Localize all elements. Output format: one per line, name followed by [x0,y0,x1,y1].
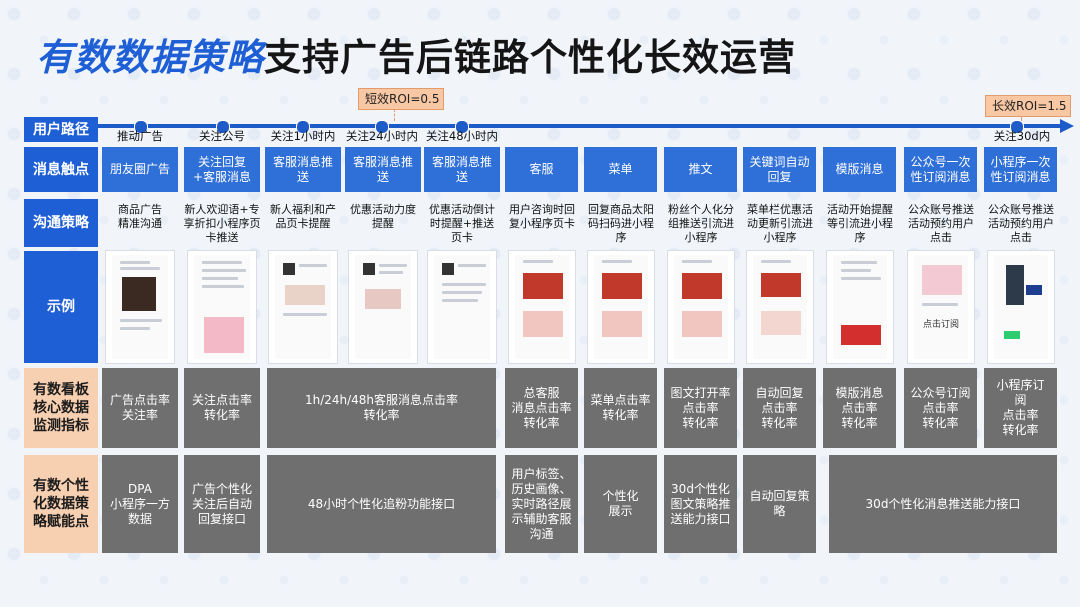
touchpoint-cell: 客服消息推送 [265,147,341,192]
path-step: 关注公号 [199,129,245,143]
metric-cell: 自动回复 点击率 转化率 [743,368,816,448]
example-thumbnail [349,251,417,363]
empower-cell: 自动回复策 略 [743,455,816,553]
metric-cell: 模版消息 点击率 转化率 [823,368,896,448]
strategy-text: 新人福利和产品页卡提醒 [270,203,336,230]
empower-cell: 广告个性化 关注后自动 回复接口 [184,455,260,553]
strategy-text: 粉丝个人化分组推送引流进小程序 [668,203,734,244]
empower-cell: 30d个性化消息推送能力接口 [829,455,1057,553]
empower-cell: 用户标签、 历史画像、 实时路径展 示辅助客服 沟通 [505,455,578,553]
touchpoint-cell: 关键词自动回复 [743,147,816,192]
strategy-text: 菜单栏优惠活动更新引流进小程序 [747,203,813,244]
touchpoint-cell: 关注回复+客服消息 [184,147,260,192]
touchpoint-cell: 小程序一次性订阅消息 [984,147,1057,192]
touchpoint-cell: 模版消息 [823,147,896,192]
row-label-empower: 有数个性 化数据策 略赋能点 [24,455,98,553]
path-step: 关注30d内 [993,129,1051,143]
roi-long-badge: 长效ROI=1.5 [985,95,1071,117]
path-step: 关注1小时内 [270,129,336,143]
metric-cell: 关注点击率 转化率 [184,368,260,448]
example-thumbnail [988,251,1054,363]
page-title: 有数数据策略支持广告后链路个性化长效运营 [36,28,796,88]
touchpoint-cell: 朋友圈广告 [102,147,178,192]
strategy-text: 回复商品太阳码扫码进小程序 [588,203,654,244]
example-thumbnail [588,251,654,363]
metric-cell: 小程序订 阅 点击率 转化率 [984,368,1057,448]
row-label-example: 示例 [24,251,98,363]
row-label-path: 用户路径 [24,117,98,142]
timeline-dot [455,120,469,134]
strategy-text: 公众账号推送活动预约用户点击 [988,203,1054,244]
metric-cell: 图文打开率 点击率 转化率 [664,368,737,448]
metric-cell: 公众号订阅 点击率 转化率 [904,368,977,448]
strategy-text: 商品广告 精准沟通 [118,203,162,230]
touchpoint-cell: 客服 [505,147,578,192]
timeline-dot [216,120,230,134]
row-label-touchpoint: 消息触点 [24,147,98,192]
strategy-text: 优惠活动力度提醒 [350,203,416,230]
metric-cell: 1h/24h/48h客服消息点击率 转化率 [267,368,496,448]
timeline-arrowhead-icon [1060,119,1074,133]
roi-short-badge: 短效ROI=0.5 [358,88,444,110]
strategy-text: 优惠活动倒计时提醒+推送页卡 [429,203,495,244]
example-thumbnail: 点击订阅 [908,251,974,363]
strategy-text: 公众账号推送活动预约用户点击 [908,203,974,244]
timeline-dot [134,120,148,134]
empower-cell: 48小时个性化追粉功能接口 [267,455,496,553]
example-thumbnail [188,251,256,363]
timeline-dot [1010,120,1024,134]
touchpoint-cell: 客服消息推送 [345,147,421,192]
timeline-arrow [98,124,1064,128]
empower-cell: DPA 小程序一方 数据 [102,455,178,553]
path-step: 推动广告 [117,129,163,143]
touchpoint-cell: 推文 [664,147,737,192]
timeline-dot [296,120,310,134]
example-caption: 点击订阅 [922,320,959,330]
metric-cell: 菜单点击率 转化率 [584,368,657,448]
empower-cell: 30d个性化 图文策略推 送能力接口 [664,455,737,553]
example-thumbnail [428,251,496,363]
row-label-metrics: 有数看板 核心数据 监测指标 [24,368,98,448]
path-step: 关注48小时内 [425,129,499,143]
metric-cell: 广告点击率 关注率 [102,368,178,448]
row-label-strategy: 沟通策略 [24,199,98,247]
title-rest: 支持广告后链路个性化长效运营 [264,36,796,79]
timeline-dot [375,120,389,134]
example-thumbnail [668,251,734,363]
strategy-text: 新人欢迎语+专享折扣小程序页卡推送 [183,203,261,244]
roi-long-marker [1021,116,1022,122]
touchpoint-cell: 公众号一次性订阅消息 [904,147,977,192]
example-thumbnail [509,251,575,363]
strategy-text: 用户咨询时回复小程序页卡 [509,203,575,230]
roi-short-marker [394,109,395,121]
example-thumbnail [827,251,893,363]
title-highlight: 有数数据策略 [36,36,264,79]
strategy-text: 活动开始提醒等引流进小程序 [827,203,893,244]
touchpoint-cell: 客服消息推送 [424,147,500,192]
touchpoint-cell: 菜单 [584,147,657,192]
example-thumbnail [106,251,174,363]
path-step: 关注24小时内 [345,129,419,143]
empower-cell: 个性化 展示 [584,455,657,553]
example-thumbnail [269,251,337,363]
example-thumbnail [747,251,813,363]
metric-cell: 总客服 消息点击率 转化率 [505,368,578,448]
